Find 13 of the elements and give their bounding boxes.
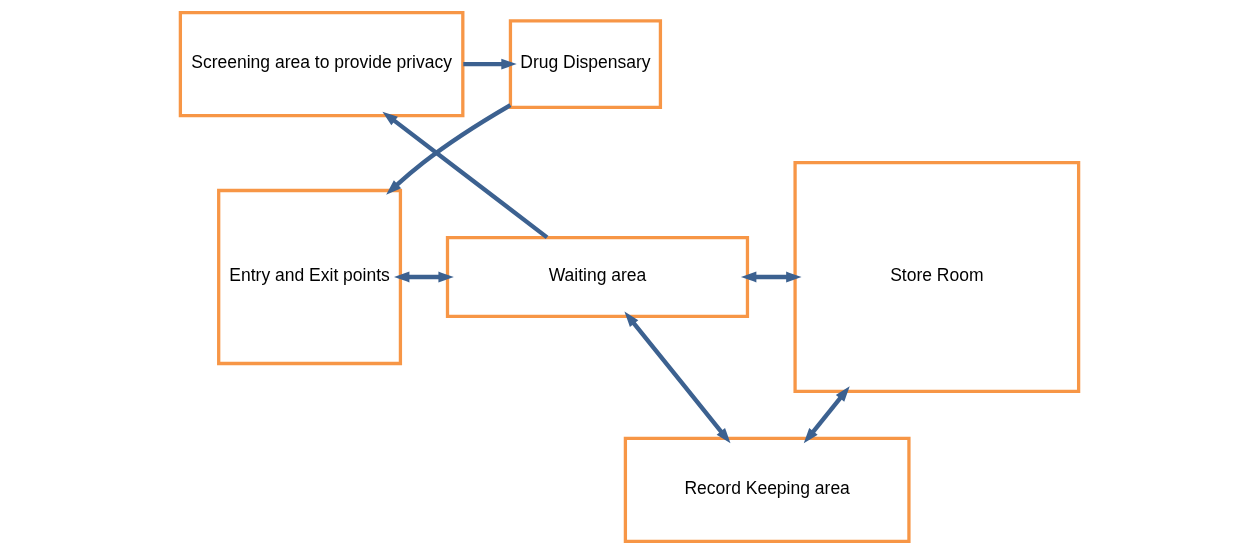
arrow xyxy=(740,271,802,283)
node-box: Store Room xyxy=(792,160,1080,394)
arrow xyxy=(462,58,517,70)
node-box: Waiting area xyxy=(445,235,749,319)
arrow xyxy=(623,311,730,444)
arrow xyxy=(385,103,511,195)
arrow xyxy=(381,111,548,240)
arrow xyxy=(393,271,454,283)
node-box: Entry and Exit points xyxy=(216,188,402,366)
node-box: Screening area to provide privacy xyxy=(178,10,464,118)
node-box: Drug Dispensary xyxy=(508,19,662,109)
arrow xyxy=(803,386,850,444)
node-box: Record Keeping area xyxy=(623,436,911,543)
